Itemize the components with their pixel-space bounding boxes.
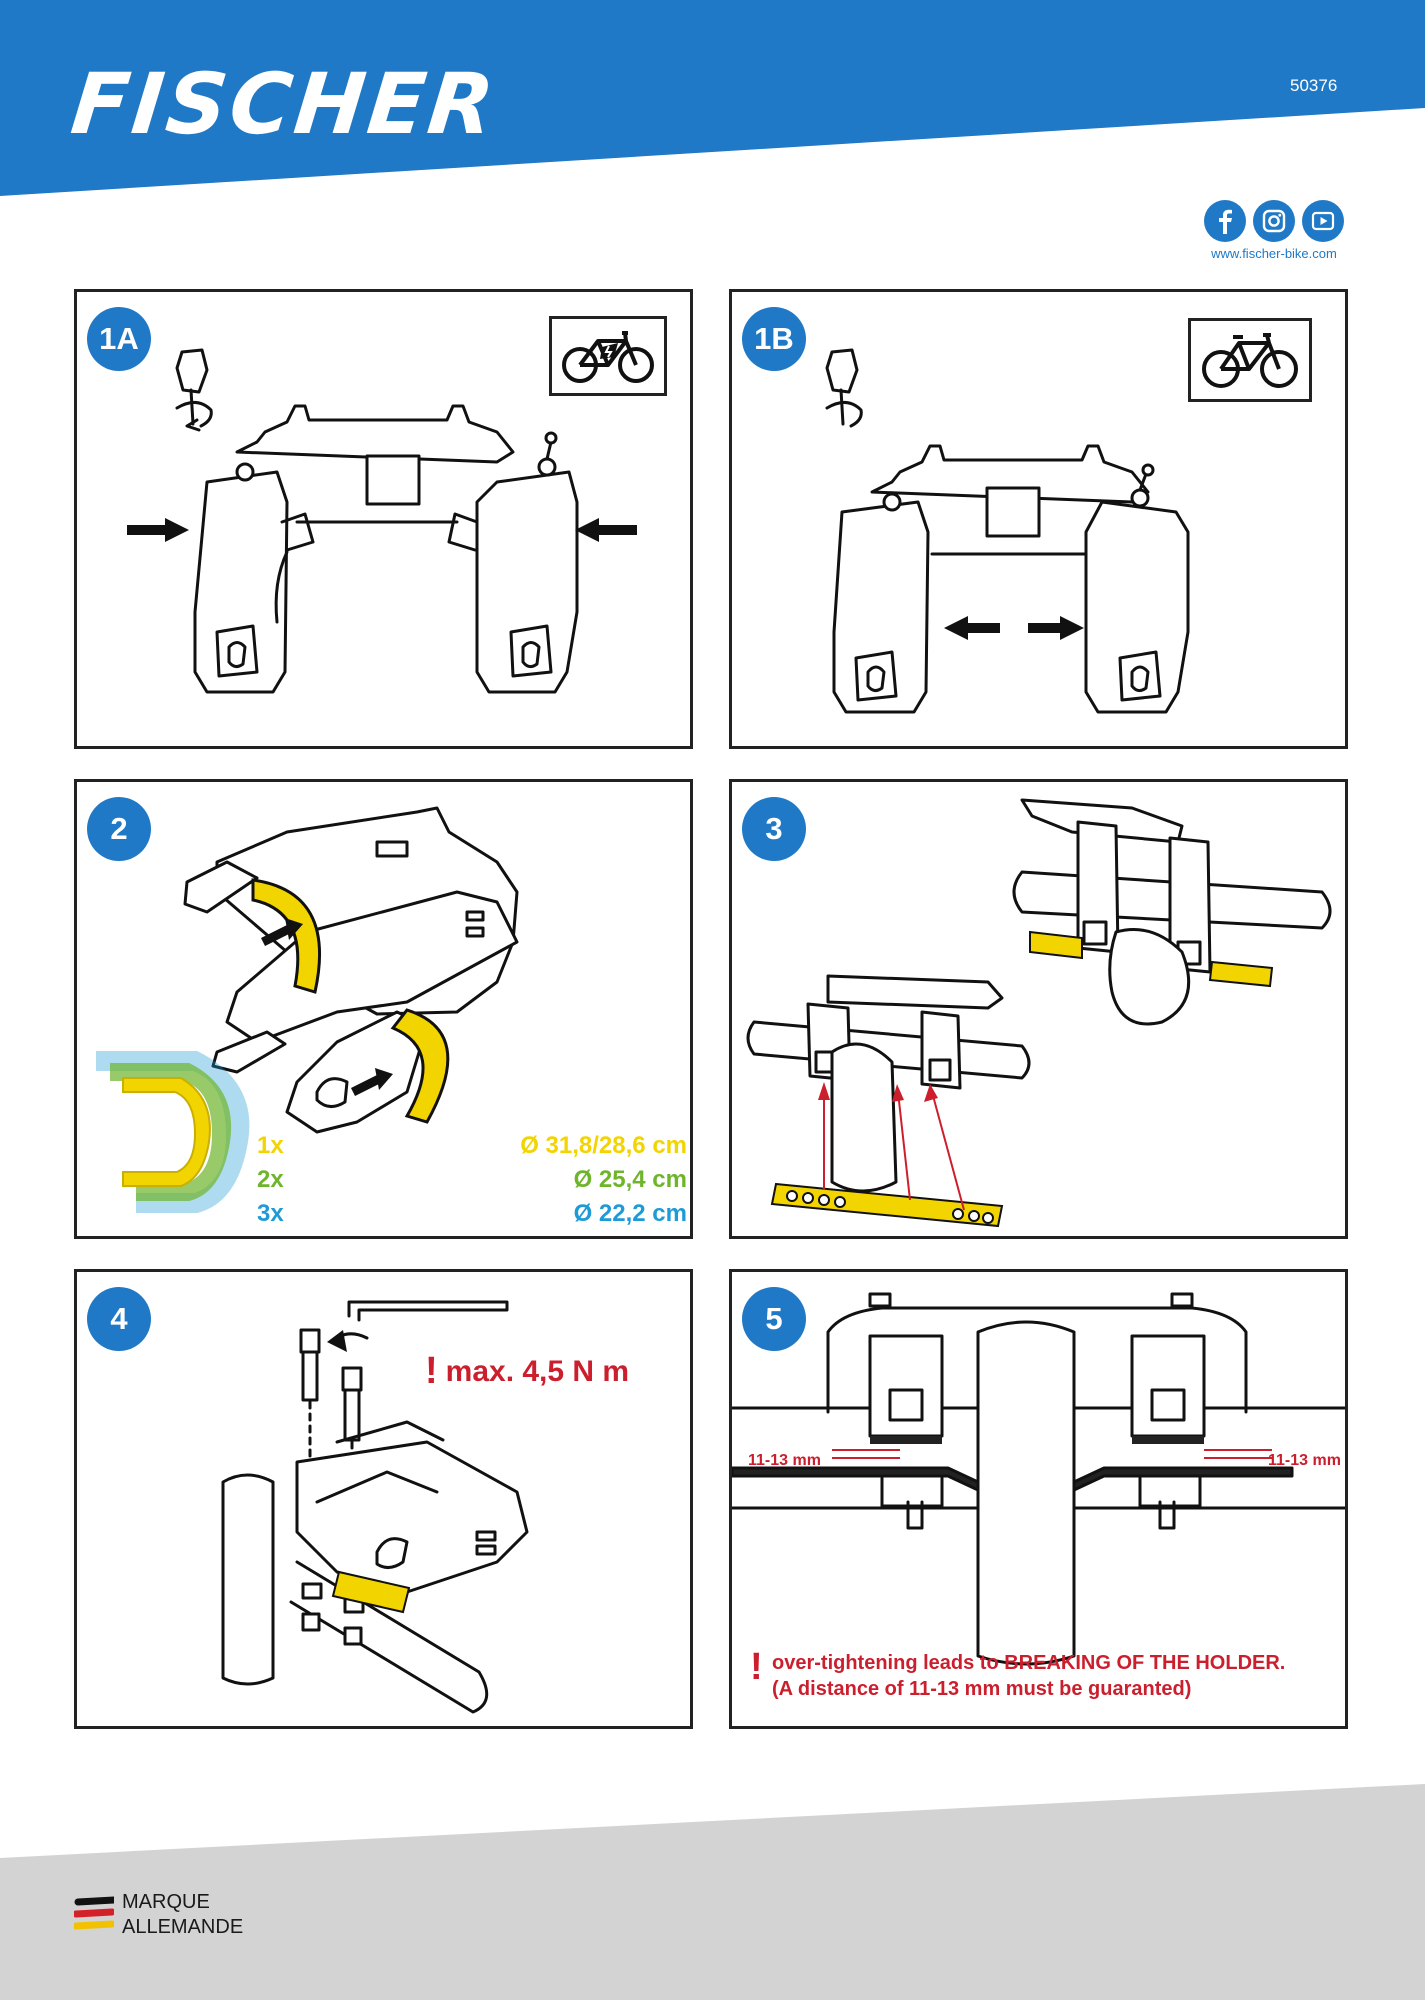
article-number: 50376 xyxy=(1290,76,1338,95)
ring-shims-icon xyxy=(96,1051,250,1213)
origin-line: MARQUE xyxy=(122,1891,210,1913)
ring-count: 3x xyxy=(257,1200,284,1227)
warning-exclamation-icon: ! xyxy=(425,1350,438,1392)
instagram-icon[interactable] xyxy=(1253,200,1295,242)
step-4-panel: 4 ! max. 4,5 N m xyxy=(74,1269,693,1729)
ring-diameter: Ø 31,8/28,6 cm xyxy=(520,1132,687,1159)
handlebar-mount-drawing xyxy=(746,798,1332,1228)
clearance-detail-drawing xyxy=(732,1292,1345,1666)
warning-line: over-tightening leads to BREAKING OF THE… xyxy=(772,1652,1286,1674)
origin-text: MARQUE ALLEMANDE xyxy=(122,1890,243,1940)
step-3-panel: 3 xyxy=(729,779,1348,1239)
brand-logo: FISCHER xyxy=(66,55,502,153)
step-number-badge: 4 xyxy=(87,1287,151,1351)
warning-exclamation-icon: ! xyxy=(750,1646,763,1688)
step-number-badge: 2 xyxy=(87,797,151,861)
torque-warning: ! max. 4,5 N m xyxy=(425,1350,629,1393)
ring-legend-row: 1x Ø 31,8/28,6 cm xyxy=(257,1132,687,1164)
social-links: www.fischer-bike.com xyxy=(1204,200,1344,262)
screw-tightening-drawing xyxy=(221,1300,529,1714)
distance-label-left: 11-13 mm xyxy=(748,1452,821,1469)
step-2-panel: 2 1x Ø 31,8/28,6 cm 2x xyxy=(74,779,693,1239)
origin-line: ALLEMANDE xyxy=(122,1916,244,1938)
step-1a-panel: 1A xyxy=(74,289,693,749)
made-in-germany-mark: MARQUE ALLEMANDE xyxy=(74,1890,274,1942)
step-number-badge: 3 xyxy=(742,797,806,861)
bike-icon xyxy=(1188,318,1312,402)
footer-band xyxy=(0,1784,1425,2000)
ring-diameter: Ø 22,2 cm xyxy=(573,1200,687,1227)
ring-count: 1x xyxy=(257,1132,284,1159)
ring-diameter: Ø 25,4 cm xyxy=(573,1166,687,1193)
step-number-badge: 5 xyxy=(742,1287,806,1351)
header-band xyxy=(0,0,1425,196)
german-flag-icon xyxy=(74,1896,114,1930)
holder-assembly-drawing xyxy=(825,348,1190,714)
distance-label-right: 11-13 mm xyxy=(1268,1452,1341,1469)
step-number-badge: 1B xyxy=(742,307,806,371)
warning-line: (A distance of 11-13 mm must be guarante… xyxy=(772,1678,1192,1700)
step-number-badge: 1A xyxy=(87,307,151,371)
ring-legend-row: 3x Ø 22,2 cm xyxy=(257,1200,687,1232)
holder-assembly-drawing xyxy=(127,348,637,694)
step-5-panel: 5 xyxy=(729,1269,1348,1729)
step-1b-panel: 1B xyxy=(729,289,1348,749)
ring-legend-row: 2x Ø 25,4 cm xyxy=(257,1166,687,1198)
ebike-icon xyxy=(549,316,667,396)
clamp-insert-drawing xyxy=(96,806,519,1213)
facebook-icon[interactable] xyxy=(1204,200,1246,242)
website-url[interactable]: www.fischer-bike.com xyxy=(1211,246,1337,261)
ring-count: 2x xyxy=(257,1166,284,1193)
ring-size-legend: 1x Ø 31,8/28,6 cm 2x Ø 25,4 cm 3x Ø 22,2… xyxy=(257,1132,687,1236)
overtightening-warning: ! over-tightening leads to BREAKING OF T… xyxy=(750,1646,1340,1722)
youtube-icon[interactable] xyxy=(1302,200,1344,242)
max-torque-text: max. 4,5 N m xyxy=(445,1354,630,1388)
